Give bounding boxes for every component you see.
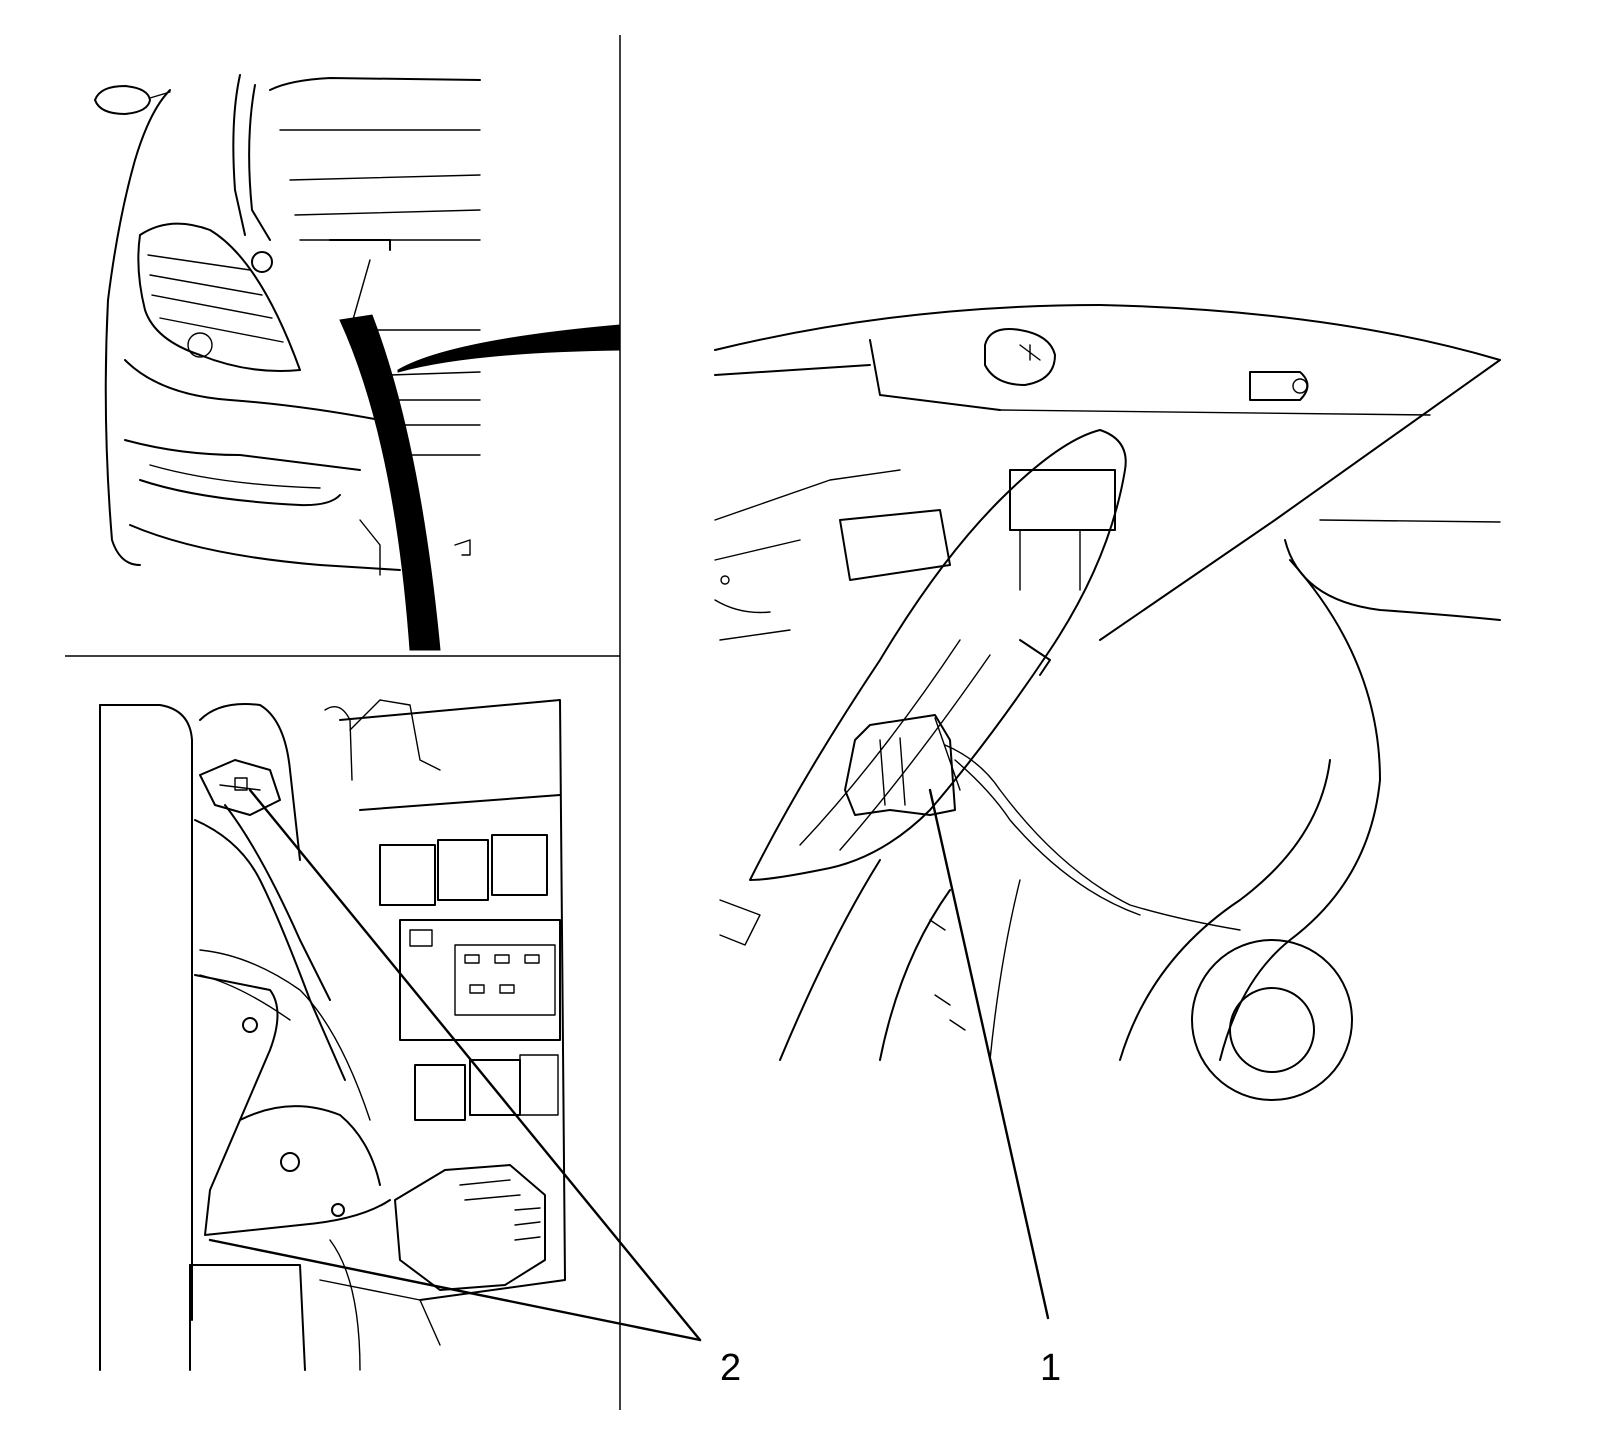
wheel-hub-outer	[1191, 939, 1353, 1101]
mounting-bracket	[194, 974, 391, 1236]
leader-lines	[208, 788, 1050, 1342]
headlamp	[137, 222, 301, 372]
wheelhouse-connector	[844, 714, 956, 816]
relay-connector	[199, 759, 281, 816]
panel-front-bumper-headlamp	[94, 74, 621, 651]
harness-loop	[749, 429, 1127, 881]
panel-fuse-relay-box	[99, 699, 566, 1371]
leader-1	[928, 788, 1050, 1320]
leader-2a	[248, 788, 702, 1342]
callout-label-2: 2	[720, 1347, 741, 1389]
wheel-hub-inner	[1229, 987, 1315, 1073]
panel-dividers	[65, 35, 621, 1410]
lower-connector	[394, 1164, 546, 1291]
callout-label-1: 1	[1040, 1347, 1061, 1389]
panel-wheelhouse-connector	[714, 304, 1501, 1101]
leader-2b	[208, 1238, 702, 1342]
mirror	[94, 85, 151, 115]
